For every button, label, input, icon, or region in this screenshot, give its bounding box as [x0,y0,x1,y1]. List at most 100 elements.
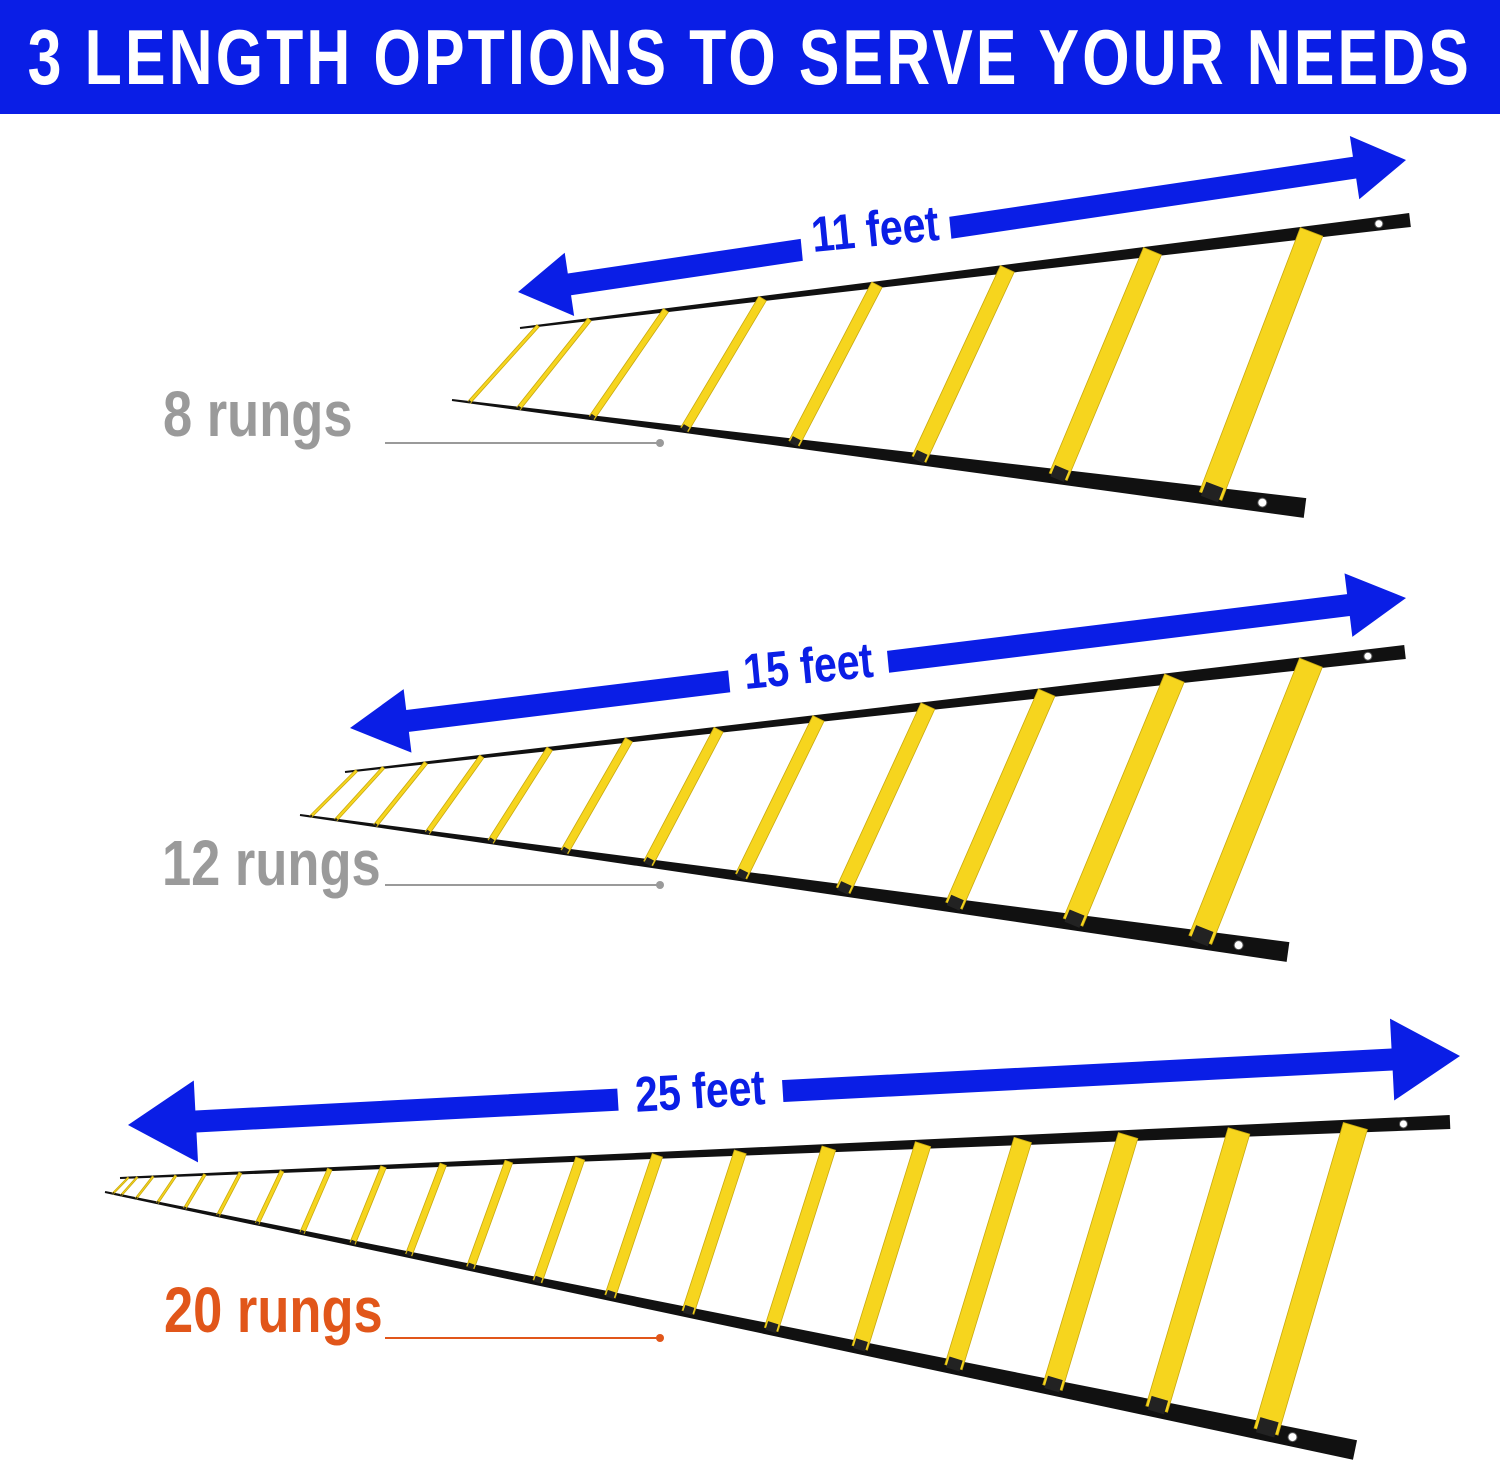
rung-clip [644,857,654,867]
banner-title: 3 LENGTH OPTIONS TO SERVE YOUR NEEDS [27,12,1473,101]
rung-clip [837,881,852,895]
length-arrow: 11 feet [518,135,1406,317]
rung-clip [682,1304,695,1316]
ladder-rung [1253,1121,1368,1436]
rung-clip [183,1206,187,1210]
rung-clip [946,1356,963,1372]
rung-clip [681,424,690,433]
pointer-dot [656,1334,664,1342]
ladder-rung [216,1171,243,1217]
ladder-rung [183,1173,207,1210]
brand-logo-icon [1363,651,1373,661]
ladder-rung [405,1162,447,1257]
rung-clip [300,1229,305,1234]
ladder-rung [680,295,767,433]
length-label: 25 feet [634,1059,767,1123]
rung-clip [350,1239,356,1245]
ladder-rung [945,688,1056,910]
ladder-rung [735,715,825,880]
header-banner: 3 LENGTH OPTIONS TO SERVE YOUR NEEDS [0,0,1500,114]
rung-clip [736,868,749,880]
brand-logo-icon [1287,1432,1298,1443]
ladder-rung [1042,1132,1139,1391]
ladder-rung [467,324,540,404]
ladder-rung [299,1167,333,1235]
rung-clip [425,829,431,835]
rung-clip [468,400,472,404]
length-arrow: 15 feet [350,573,1406,753]
rung-clip [589,413,596,420]
ladder-rung [604,1153,664,1299]
ladder-rung [1145,1127,1251,1413]
ladder-rung [643,726,724,867]
ladder-rung [1062,673,1185,927]
ladder-top-strap [519,213,1411,329]
ladder-rung [788,281,883,447]
length-label: 15 feet [741,632,876,700]
ladder-rung [373,761,428,828]
ladder-bottom-strap [104,1191,1358,1460]
arrow-label-background [725,623,891,707]
ladder-rung [1198,227,1324,501]
ladder-rung [560,737,633,855]
arrow-label-background [797,186,953,270]
rung-clip [1050,465,1069,483]
ladder-rung [763,1145,837,1333]
ladder-rung [851,1141,932,1351]
ladder-rung [944,1136,1032,1371]
ladder-rung [334,766,386,822]
ladder-rung [1048,246,1162,482]
rung-clip [309,814,313,818]
ladder-rung [111,1176,130,1195]
ladder-rung [155,1174,178,1204]
ladder-rung [309,769,359,818]
ladder-rung [134,1175,155,1200]
rung-clip [120,1193,123,1197]
length-label: 11 feet [809,195,941,263]
ladder-rung [424,754,485,835]
rung-clip [1147,1395,1169,1415]
rung-clip [156,1200,160,1204]
rung-clip [406,1250,413,1257]
ladder-bottom-strap [451,399,1307,518]
rung-clip [373,823,378,827]
rung-clip [561,846,570,855]
rung-clip [334,817,338,822]
rung-clip [255,1221,260,1225]
double-arrow-icon [518,135,1406,317]
rung-count-label: 8 rungs [163,379,353,450]
ladder-rung [516,317,592,411]
rung-clip [946,894,964,911]
rung-clip [135,1196,138,1200]
ladder-rung [254,1169,285,1225]
agility-ladder [299,645,1406,962]
ladder-rung [349,1165,387,1245]
ladder-top-strap [344,645,1406,773]
rung-clip [112,1192,115,1195]
rung-clip [1200,481,1224,503]
pointer-dot [656,439,664,447]
rung-clip [1190,925,1214,947]
rung-clip [605,1289,616,1299]
ladder-rung [119,1176,139,1197]
ladder-rung [835,702,936,895]
pointer-dot [656,881,664,889]
rung-clip [1256,1417,1279,1438]
rung-clip [1064,909,1085,928]
rung-clip [765,1321,779,1333]
rung-clip [533,1275,543,1284]
rung-clip [912,449,928,464]
ladder-rung [588,307,670,421]
rung-clip [853,1338,868,1352]
rung-clip [1044,1375,1063,1393]
brand-logo-icon [1233,940,1244,951]
arrow-label-background [615,1051,785,1129]
ladder-rung [911,265,1015,463]
brand-logo-icon [1257,497,1268,508]
agility-ladder [451,213,1411,518]
ladder-top-strap [119,1115,1451,1179]
ladder-rung [466,1159,514,1270]
agility-ladder [104,1115,1451,1460]
ladder-rung [1188,657,1323,945]
ladder-rung [487,746,553,844]
